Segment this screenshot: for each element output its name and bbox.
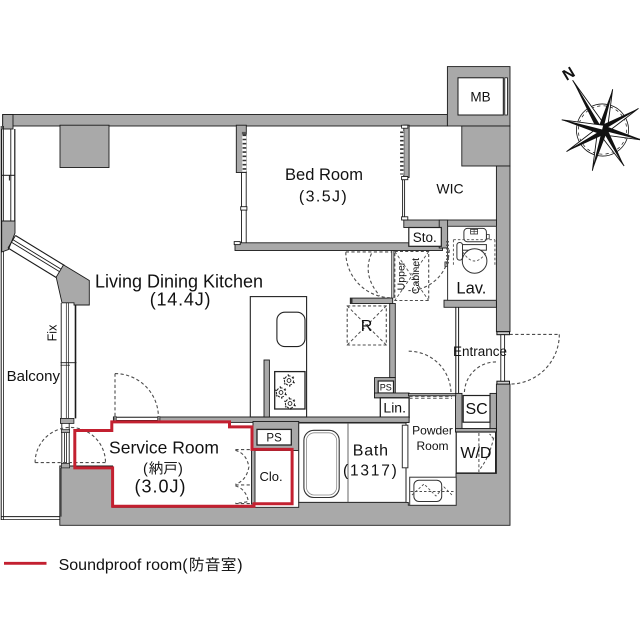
svg-text:Upper: Upper (396, 261, 408, 290)
svg-text:Entrance: Entrance (453, 344, 507, 359)
svg-text:Service Room: Service Room (109, 438, 219, 458)
svg-text:Fix: Fix (46, 324, 60, 341)
svg-text:Clo.: Clo. (259, 469, 282, 484)
svg-text:PS: PS (266, 433, 282, 445)
svg-text:SC: SC (465, 401, 487, 418)
svg-text:Lin.: Lin. (383, 400, 406, 416)
svg-text:(3.5J): (3.5J) (299, 189, 348, 206)
svg-text:Balcony: Balcony (7, 368, 61, 385)
svg-text:Lav.: Lav. (456, 279, 486, 297)
svg-text:R: R (361, 318, 373, 335)
svg-text:): ) (178, 461, 183, 477)
svg-text:PS: PS (380, 383, 392, 393)
svg-text:Bath: Bath (353, 443, 389, 460)
svg-text:Soundproof room(: Soundproof room( (59, 557, 189, 574)
svg-text:(1317): (1317) (343, 463, 399, 480)
svg-text:Cabinet: Cabinet (410, 258, 422, 294)
svg-text:(: ( (143, 461, 148, 477)
svg-text:Bed Room: Bed Room (285, 166, 363, 184)
svg-text:(3.0J): (3.0J) (134, 477, 186, 497)
svg-text:MB: MB (470, 90, 490, 105)
svg-text:Sto.: Sto. (413, 230, 437, 245)
svg-text:Living Dining Kitchen: Living Dining Kitchen (95, 272, 263, 292)
svg-text:): ) (237, 557, 242, 574)
svg-text:Powder: Powder (412, 424, 453, 438)
svg-text:Room: Room (416, 439, 448, 453)
svg-text:(14.4J): (14.4J) (150, 290, 212, 310)
svg-text:WIC: WIC (436, 181, 463, 197)
svg-text:W/D: W/D (460, 445, 491, 462)
